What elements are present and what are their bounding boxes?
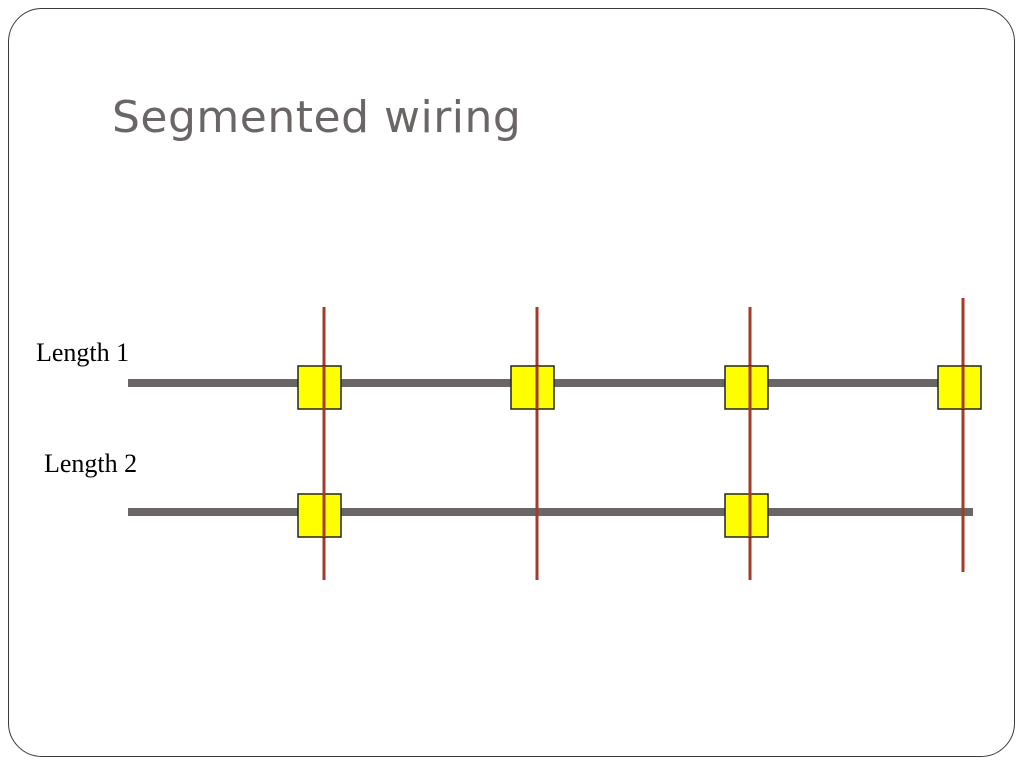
row-label-length-1: Length 1 (36, 338, 129, 367)
switch-box-length-1-col-4 (937, 365, 982, 410)
switch-box-length-1-col-2 (510, 365, 555, 410)
row-label-length-2: Length 2 (44, 449, 137, 478)
slide-title: Segmented wiring (112, 92, 522, 143)
slide-frame (8, 8, 1015, 757)
switch-box-length-2-col-1 (297, 493, 342, 538)
switch-box-length-1-col-1 (297, 365, 342, 410)
switch-box-length-1-col-3 (724, 365, 769, 410)
switch-box-length-2-col-3 (724, 493, 769, 538)
